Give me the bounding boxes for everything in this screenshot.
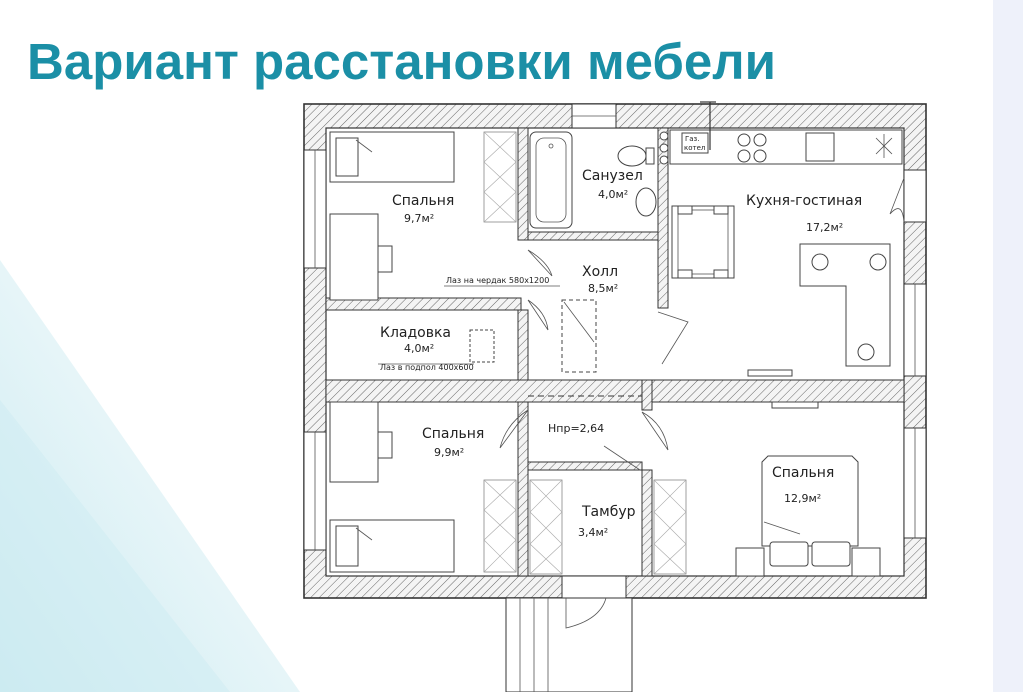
room-name-vestibule: Тамбур: [581, 504, 636, 520]
room-area-kitchen-living: 17,2м²: [806, 221, 843, 234]
storage-items: [378, 329, 495, 365]
room-name-kitchen-living: Кухня-гостиная: [746, 193, 862, 209]
room-area-hall: 8,5м²: [588, 282, 618, 295]
entrance-porch: [505, 575, 633, 692]
room-area-storage: 4,0м²: [404, 342, 434, 355]
gas-boiler-label-line2: котел: [684, 144, 705, 152]
room-name-bathroom: Санузел: [582, 168, 643, 184]
kitchen-furniture: [669, 101, 903, 377]
room-name-bedroom-bottom-left: Спальня: [422, 426, 484, 442]
room-area-bedroom-bottom-right: 12,9м²: [784, 492, 821, 505]
plan-notes: Лаз на чердак 580х1200 Лаз в подпол 400х…: [380, 135, 705, 435]
bedroom-bottom-right-furniture: [735, 401, 881, 577]
attic-hatch-note: Лаз на чердак 580х1200: [446, 276, 549, 285]
ceiling-height-note: Нпр=2,64: [548, 422, 604, 435]
room-name-bedroom-top-left: Спальня: [392, 193, 454, 209]
windows: [303, 103, 927, 551]
room-area-bedroom-bottom-left: 9,9м²: [434, 446, 464, 459]
bedroom-top-left-furniture: [329, 131, 517, 301]
room-labels: Спальня 9,7м² Санузел 4,0м² Кухня-гостин…: [380, 168, 862, 539]
bedroom-bottom-left-furniture: [329, 401, 517, 573]
hall-items: [444, 285, 642, 397]
room-area-vestibule: 3,4м²: [578, 526, 608, 539]
vestibule-closets: [529, 479, 687, 575]
room-area-bathroom: 4,0м²: [598, 188, 628, 201]
doors: [499, 177, 905, 471]
room-name-storage: Кладовка: [380, 325, 451, 341]
page-title: Вариант расстановки мебели: [27, 33, 776, 90]
bathroom-fixtures: [529, 131, 669, 229]
room-name-bedroom-bottom-right: Спальня: [772, 465, 834, 481]
room-area-bedroom-top-left: 9,7м²: [404, 212, 434, 225]
room-name-hall: Холл: [582, 264, 618, 280]
cellar-hatch-note: Лаз в подпол 400х600: [380, 363, 474, 372]
gas-boiler-label-line1: Газ.: [685, 135, 700, 143]
interior-walls: [325, 127, 905, 577]
